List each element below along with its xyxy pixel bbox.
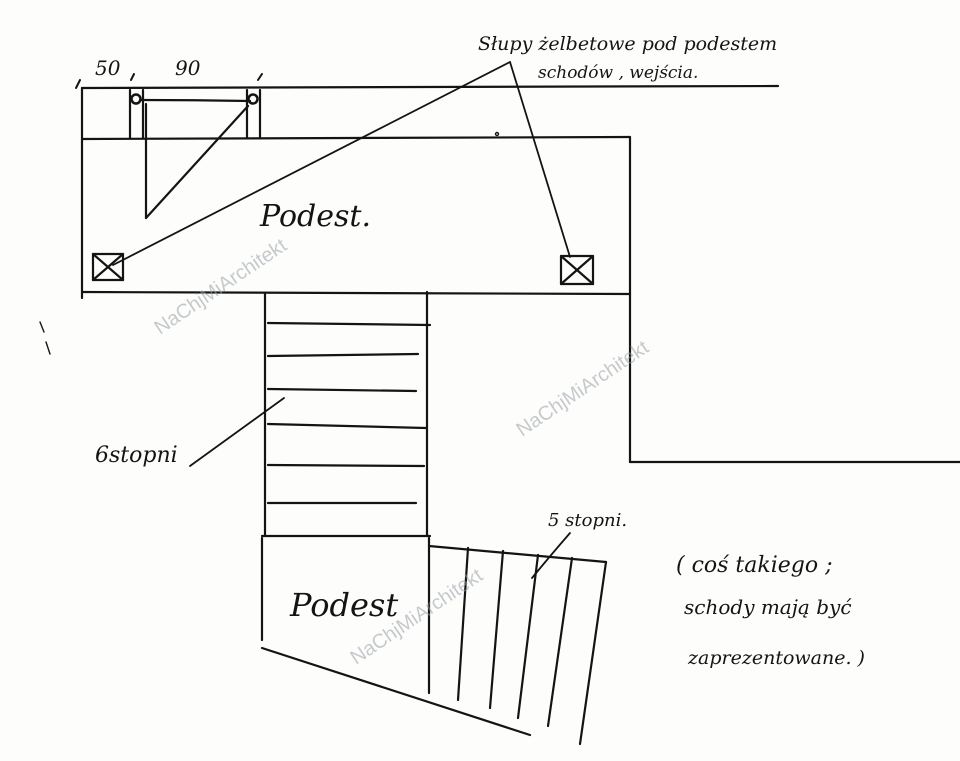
lower-landing-outline	[260, 536, 532, 737]
dimension-ticks	[75, 73, 263, 89]
stray-marks	[39, 131, 500, 355]
step-line	[266, 463, 426, 468]
step-line	[578, 560, 608, 746]
column-cross-right	[559, 254, 595, 286]
note-leaders	[112, 61, 571, 266]
step-line	[266, 422, 428, 430]
step-line	[456, 546, 470, 702]
flight-top-edge	[427, 544, 608, 564]
step-line	[266, 387, 418, 393]
landing-bottom-edge	[80, 290, 632, 296]
stairs-5-label: 5 stopni.	[548, 510, 627, 531]
leader-to-right-column	[509, 61, 571, 258]
stairs-5-leader	[531, 532, 571, 579]
watermark: NaChjMiArchitekt	[512, 336, 653, 441]
landing-columns	[91, 252, 595, 286]
top-wall-line	[80, 84, 780, 90]
step-line	[516, 553, 540, 720]
column-marker-left	[130, 93, 142, 105]
stair-flight-6	[260, 290, 432, 538]
step-line	[488, 549, 505, 710]
lower-landing-diagonal	[260, 646, 532, 737]
side-note-line1: ( coś takiego ;	[676, 553, 833, 578]
step-line	[266, 321, 432, 327]
dimension-50: 50	[95, 56, 121, 80]
column-marker-right	[247, 93, 259, 105]
side-note-line3: zaprezentowane. )	[687, 647, 865, 669]
landing-top-edge	[80, 135, 632, 141]
lower-landing-label: Podest	[289, 586, 398, 624]
side-note-line2: schody mają być	[684, 595, 852, 619]
stair-flight-5	[427, 544, 608, 746]
column-cross-left	[91, 252, 125, 282]
leader-to-left-column	[112, 61, 511, 266]
dimension-90: 90	[175, 56, 201, 80]
building-outline	[80, 84, 960, 464]
step-line	[266, 352, 420, 358]
stairs-6-label: 6stopni	[95, 443, 178, 468]
step-line	[546, 556, 574, 728]
columns-note-line2: schodów , wejścia.	[538, 63, 698, 83]
top-columns	[128, 88, 262, 220]
upper-landing-label: Podest.	[259, 199, 371, 234]
columns-note-line1: Słupy żelbetowe pod podestem	[478, 33, 777, 55]
stairs-6-leader	[189, 397, 285, 467]
